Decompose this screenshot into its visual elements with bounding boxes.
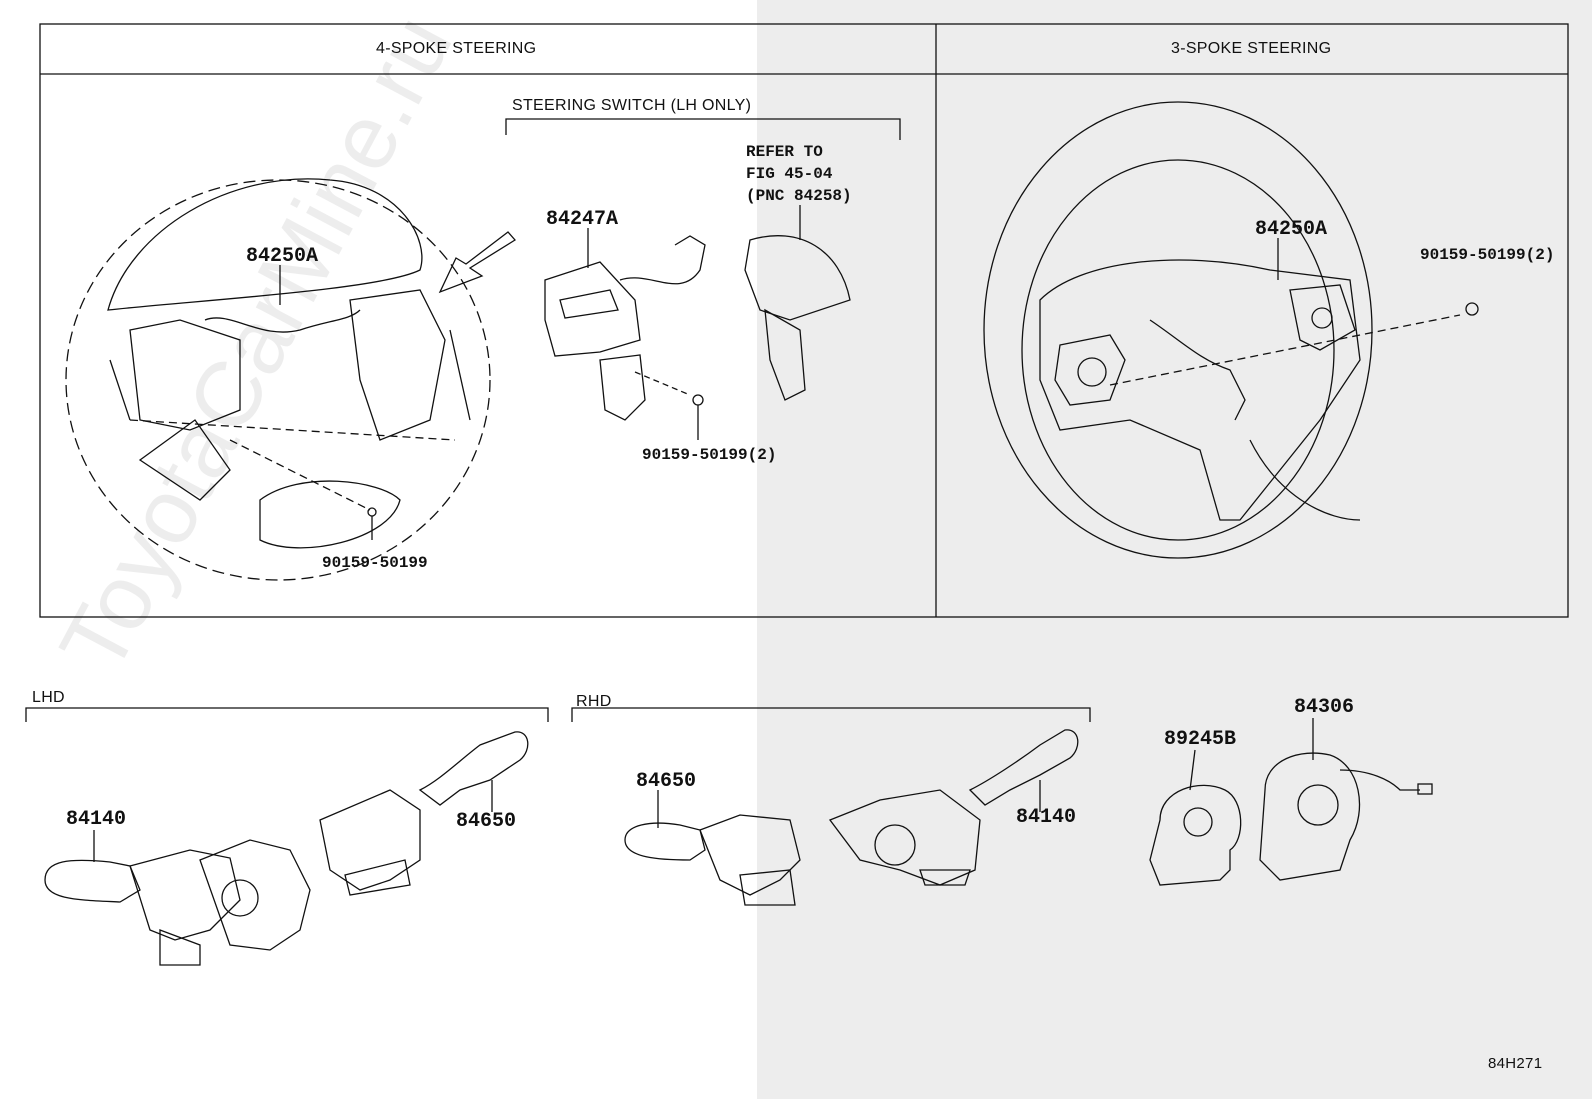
four-spoke-panel-title: 4-SPOKE STEERING (376, 40, 537, 57)
lhd-label: LHD (32, 689, 65, 706)
part-number-90159-50199-2-right[interactable]: 90159-50199(2) (1420, 246, 1555, 264)
rhd-label: RHD (576, 693, 612, 710)
part-number-84247a[interactable]: 84247A (546, 208, 619, 231)
refer-note-line-3: (PNC 84258) (746, 187, 852, 205)
gray-background-band (757, 0, 1592, 1099)
part-number-84650-rhd[interactable]: 84650 (636, 770, 697, 793)
steering-switch-bracket (505, 118, 901, 140)
part-number-84650-lhd[interactable]: 84650 (456, 810, 517, 833)
steering-switch-84247a (544, 228, 706, 440)
lhd-bracket (25, 707, 549, 722)
rhd-bracket (571, 707, 1091, 722)
part-number-84306[interactable]: 84306 (1294, 696, 1355, 719)
figure-code: 84H271 (1488, 1055, 1543, 1072)
rhd-combination-switch-drawing (624, 729, 1079, 906)
steering-pad-cover (744, 205, 851, 401)
part-number-89245b[interactable]: 89245B (1164, 728, 1237, 751)
three-spoke-steering-wheel (983, 101, 1479, 559)
steering-angle-sensor-89245b (1149, 749, 1242, 886)
part-number-84250a-4spoke[interactable]: 84250A (246, 245, 319, 268)
spiral-cable-84306 (1259, 718, 1433, 881)
panel-frame (39, 23, 1569, 618)
refer-note-line-1: REFER TO (746, 143, 823, 161)
lhd-combination-switch-drawing (44, 731, 529, 966)
direction-arrow (438, 231, 516, 294)
part-number-84250a-3spoke[interactable]: 84250A (1255, 218, 1328, 241)
part-number-90159-50199-left[interactable]: 90159-50199 (322, 554, 428, 572)
part-number-84140-lhd[interactable]: 84140 (66, 808, 127, 831)
steering-switch-label: STEERING SWITCH (LH ONLY) (512, 97, 752, 114)
three-spoke-panel-title: 3-SPOKE STEERING (1171, 40, 1332, 57)
four-spoke-steering-wheel (65, 178, 491, 581)
refer-note-line-2: FIG 45-04 (746, 165, 833, 183)
part-number-90159-50199-2-left[interactable]: 90159-50199(2) (642, 446, 777, 464)
part-number-84140-rhd[interactable]: 84140 (1016, 806, 1077, 829)
